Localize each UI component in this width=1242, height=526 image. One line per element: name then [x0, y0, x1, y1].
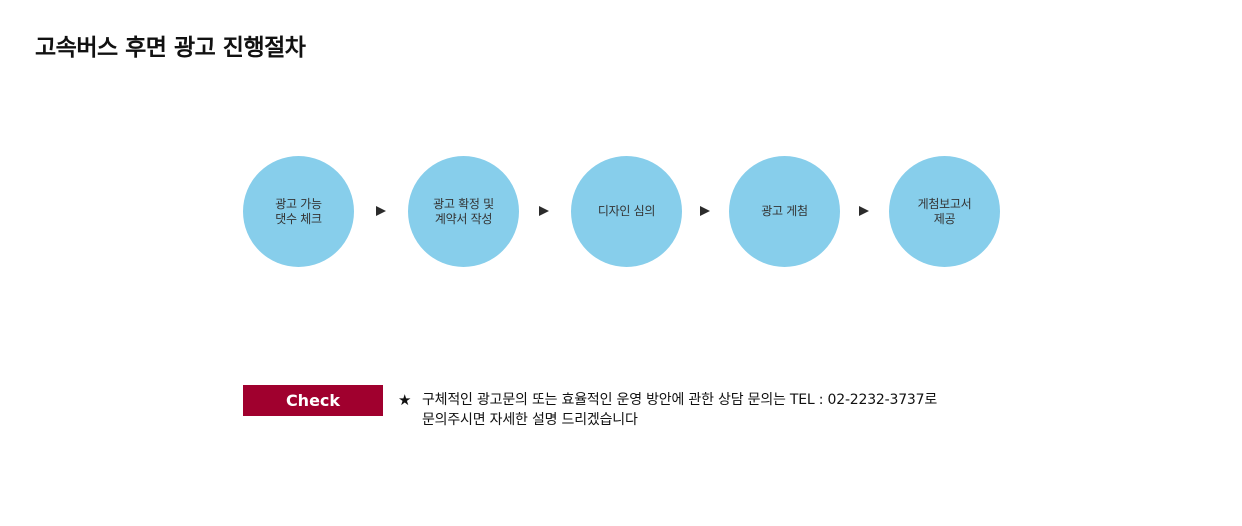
step-4-circle: 광고 게첨 [729, 156, 840, 267]
star-icon: ★ [398, 391, 412, 409]
step-3-circle: 디자인 심의 [571, 156, 682, 267]
contact-notice-text: 구체적인 광고문의 또는 효율적인 운영 방안에 관한 상담 문의는 TEL :… [422, 392, 938, 428]
check-badge: Check [243, 385, 383, 416]
arrow-right-icon [859, 206, 869, 216]
arrow-right-icon [700, 206, 710, 216]
step-1-circle: 광고 가능 댓수 체크 [243, 156, 354, 267]
step-5-circle: 게첨보고서 제공 [889, 156, 1000, 267]
step-5-label: 게첨보고서 제공 [917, 196, 972, 226]
step-2-label: 광고 확정 및 계약서 작성 [433, 196, 494, 226]
arrow-right-icon [539, 206, 549, 216]
contact-notice: ★ 구체적인 광고문의 또는 효율적인 운영 방안에 관한 상담 문의는 TEL… [398, 390, 1038, 430]
step-1-label: 광고 가능 댓수 체크 [275, 196, 322, 226]
arrow-right-icon [376, 206, 386, 216]
step-4-label: 광고 게첨 [761, 204, 808, 218]
page-title: 고속버스 후면 광고 진행절차 [35, 35, 306, 61]
step-2-circle: 광고 확정 및 계약서 작성 [408, 156, 519, 267]
step-3-label: 디자인 심의 [597, 204, 656, 218]
